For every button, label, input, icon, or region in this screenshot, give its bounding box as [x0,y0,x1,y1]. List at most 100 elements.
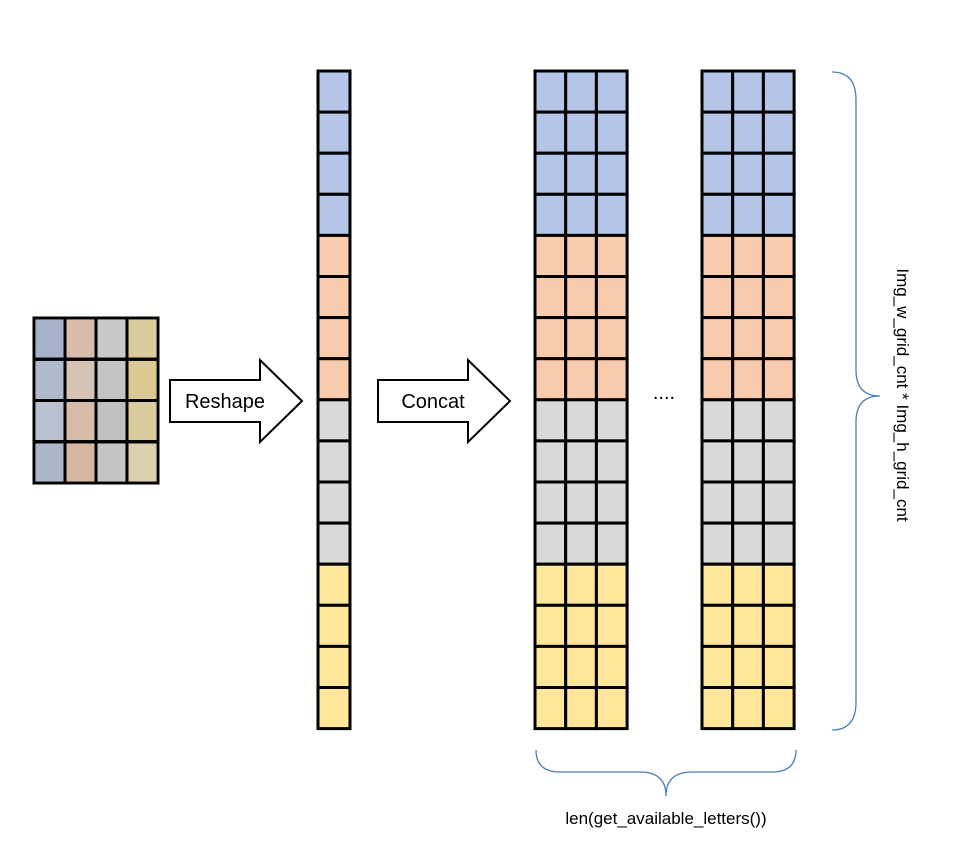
block-cell [731,562,765,607]
block-cell [533,316,568,361]
reshape-arrow-shape [169,357,304,445]
block-cell [731,603,765,648]
block-cell [564,233,598,278]
block-cell [564,151,598,196]
column-vector [316,69,352,731]
block-cell [761,603,796,648]
block-cell [731,521,765,566]
block-cell [761,316,796,361]
vector-cell [316,69,352,114]
block-cell [594,69,629,114]
block-cell [731,686,765,731]
block-cell [594,644,629,690]
block-cell [564,562,598,607]
block-cell [533,686,568,731]
block-cell [594,151,629,196]
block-cell [564,110,598,155]
horizontal-brace-label: len(get_available_letters()) [565,809,766,828]
vector-cell [316,439,352,484]
block-cell [564,69,598,114]
block-cell [594,439,629,484]
block-cell [564,357,598,402]
block-cell [700,562,735,607]
block-cell [761,562,796,607]
block-cell [700,316,735,361]
block-cell [594,316,629,361]
block-cell [533,69,568,114]
image-grid-line [125,440,160,485]
block-cell [700,192,735,237]
block-cell [700,233,735,278]
block-cell [533,603,568,648]
block-cell [700,110,735,155]
vector-cell [316,603,352,648]
concat-arrow-shape [377,357,512,445]
block-cell [700,69,735,114]
vertical-brace-label: Img_w_grid_cnt * Img_h_grid_cnt [893,268,912,522]
block-cell [564,316,598,361]
block-cell [731,233,765,278]
block-cell [731,192,765,237]
block-cell [533,480,568,525]
block-cell [761,151,796,196]
block-cell [700,644,735,690]
block-cell [761,110,796,155]
block-cell [700,603,735,648]
block-cell [594,110,629,155]
vector-cell [316,192,352,237]
block-cell [761,686,796,731]
vector-cell [316,644,352,690]
vertical-brace [831,71,881,731]
block-cell [594,275,629,320]
vector-cell [316,151,352,196]
block-cell [533,233,568,278]
block-cell [731,644,765,690]
block-cell [594,357,629,402]
block-cell [700,275,735,320]
block-cell [761,439,796,484]
input-image-grid [32,316,160,485]
block-cell [533,562,568,607]
block-cell [533,151,568,196]
block-cell [533,192,568,237]
concat-block-last [700,69,796,731]
block-cell [564,686,598,731]
block-cell [761,644,796,690]
block-cell [533,439,568,484]
vector-cell [316,110,352,155]
block-cell [761,521,796,566]
vector-cell [316,686,352,731]
block-cell [731,398,765,443]
vector-cell [316,233,352,278]
block-cell [564,275,598,320]
block-cell [761,357,796,402]
block-cell [731,316,765,361]
block-cell [700,357,735,402]
block-cell [731,110,765,155]
concat-label: Concat [401,391,465,413]
vector-cell [316,357,352,402]
ellipsis: .... [653,382,675,404]
block-cell [564,521,598,566]
block-cell [731,275,765,320]
block-cell [700,686,735,731]
vector-cell [316,275,352,320]
block-cell [761,192,796,237]
block-cell [761,233,796,278]
block-cell [594,603,629,648]
vector-cell [316,316,352,361]
block-cell [564,439,598,484]
block-cell [761,480,796,525]
block-cell [594,521,629,566]
vector-cell [316,480,352,525]
block-cell [594,480,629,525]
block-cell [533,521,568,566]
block-cell [700,398,735,443]
concat-block-first [533,69,629,731]
block-cell [594,233,629,278]
block-cell [533,275,568,320]
vector-cell [316,398,352,443]
reshape-arrow: Reshape [169,357,304,445]
block-cell [700,521,735,566]
